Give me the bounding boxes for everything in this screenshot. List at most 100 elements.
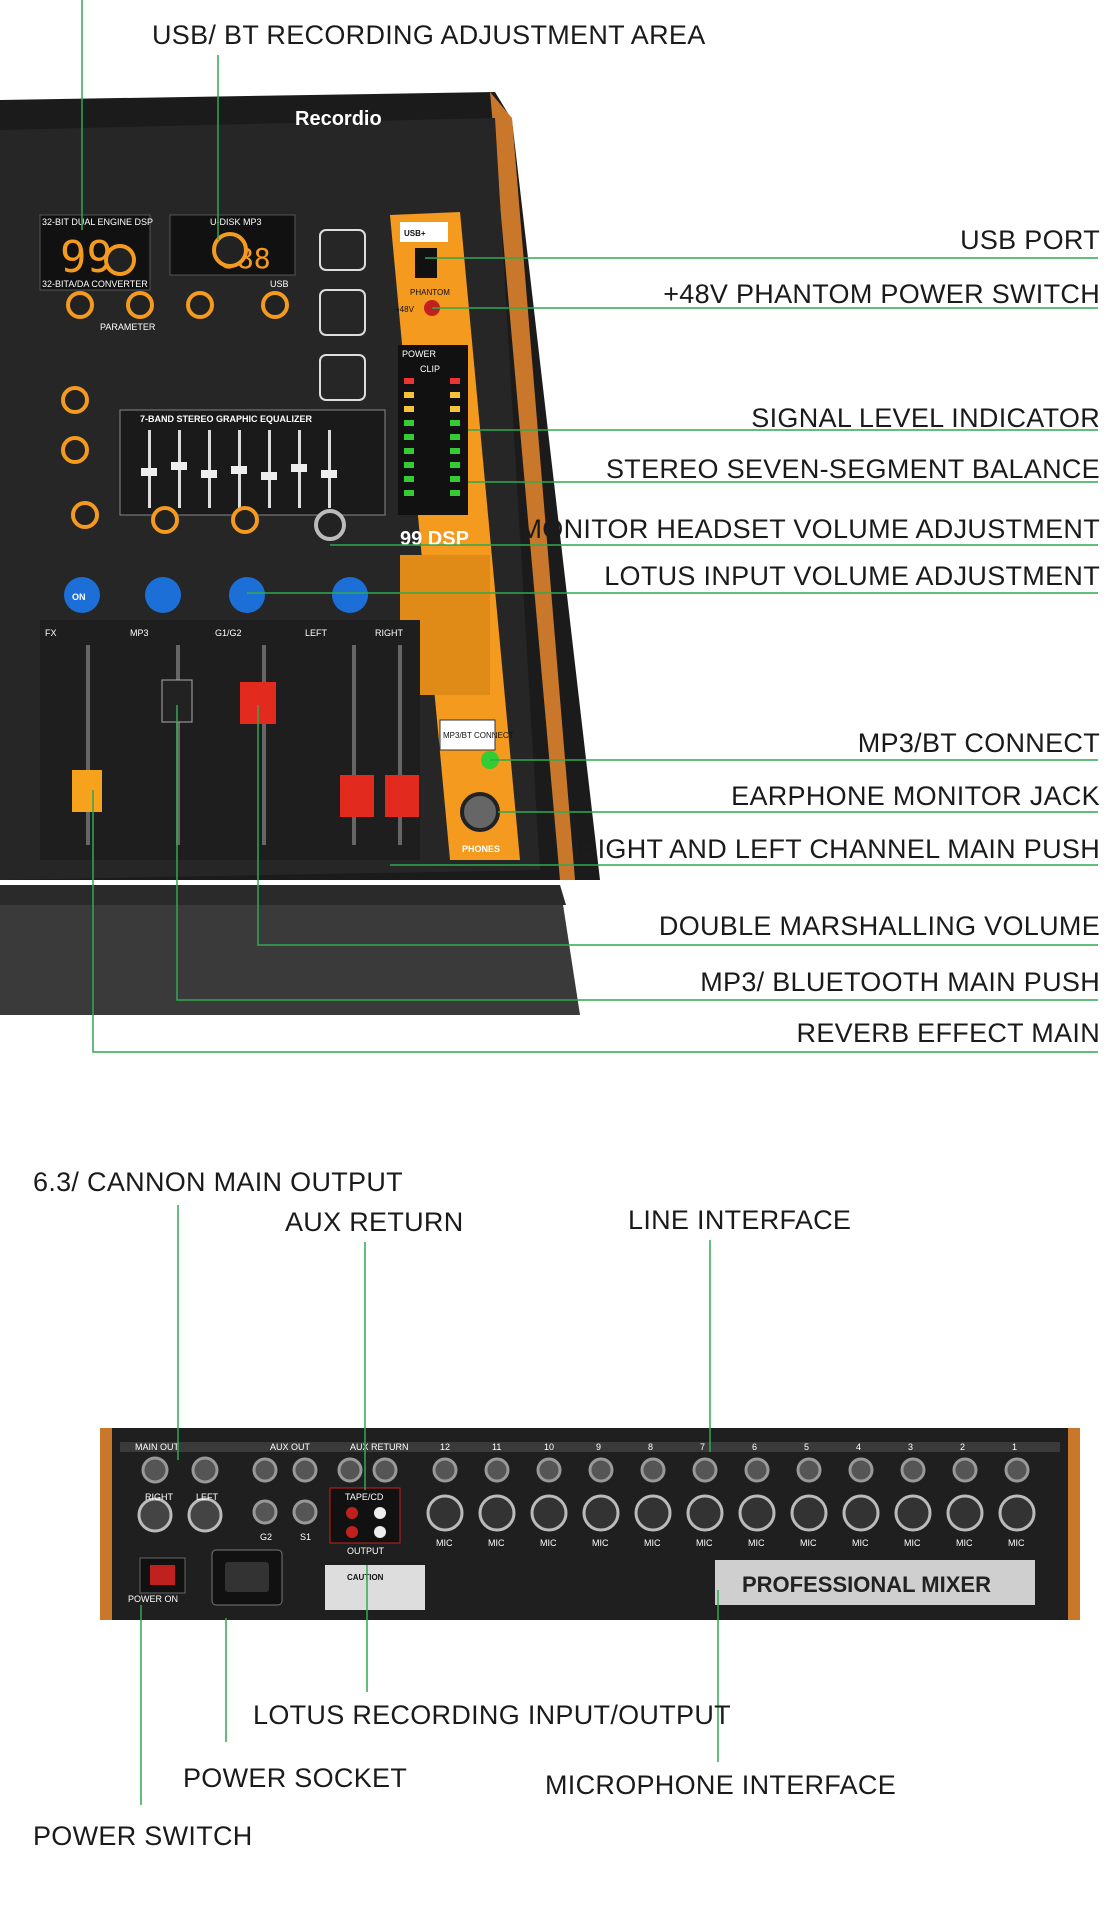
v48-tag: +48V <box>395 305 415 314</box>
rear-channel-number: 9 <box>596 1442 601 1452</box>
rear-output: OUTPUT <box>347 1546 385 1556</box>
udisk-label: U-DISK MP3 <box>210 217 262 227</box>
xlr-mic-jack <box>478 1494 516 1532</box>
xlr-mic-jack <box>946 1494 984 1532</box>
label-usb-bt-recording: USB/ BT RECORDING ADJUSTMENT AREA <box>152 20 706 50</box>
parameter-label: PARAMETER <box>100 322 156 332</box>
label-reverb-main: REVERB EFFECT MAIN <box>796 1018 1100 1048</box>
rear-channel-number: 1 <box>1012 1442 1017 1452</box>
xlr-mic-jack <box>426 1494 464 1532</box>
mixer-top-view: Recordio 32-BIT DUAL ENGINE DSP 99 32-BI… <box>0 92 600 1015</box>
xlr-mic-jack <box>790 1494 828 1532</box>
phantom-tag: PHANTOM <box>410 288 450 297</box>
right-head: RIGHT <box>375 628 404 638</box>
label-usb-port: USB PORT <box>960 225 1100 255</box>
line-jack <box>536 1457 562 1483</box>
mixer-rear-view: MAIN OUT AUX OUT AUX RETURN RIGHT LEFT G… <box>100 1428 1080 1620</box>
eq-title: 7-BAND STEREO GRAPHIC EQUALIZER <box>140 414 313 424</box>
rear-channel-number: 7 <box>700 1442 705 1452</box>
rear-main-out: MAIN OUT <box>135 1442 180 1452</box>
dsp-title: 32-BIT DUAL ENGINE DSP <box>42 217 153 227</box>
rear-channel-number: 12 <box>440 1442 450 1452</box>
line-jack <box>432 1457 458 1483</box>
rear-channel-number: 2 <box>960 1442 965 1452</box>
label-monitor-headset: MONITOR HEADSET VOLUME ADJUSTMENT <box>519 514 1100 544</box>
xlr-mic-jack <box>582 1494 620 1532</box>
rear-channel-number: 4 <box>856 1442 861 1452</box>
mp3bt-button-label: MP3/BT CONNECT <box>443 731 514 740</box>
rear-tape-cd: TAPE/CD <box>345 1492 384 1502</box>
meter-power: POWER <box>402 349 437 359</box>
right-fader-cap <box>385 775 419 817</box>
usb-label: USB <box>270 279 289 289</box>
left-head: LEFT <box>305 628 328 638</box>
rear-s1: S1 <box>300 1532 311 1542</box>
mic-label: MIC <box>800 1538 817 1548</box>
rear-channel-number: 3 <box>908 1442 913 1452</box>
line-jack <box>744 1457 770 1483</box>
line-jack <box>796 1457 822 1483</box>
reverb-fader-cap <box>72 770 102 812</box>
mic-label: MIC <box>592 1538 609 1548</box>
label-main-push: RIGHT AND LEFT CHANNEL MAIN PUSH <box>577 834 1100 864</box>
label-phantom: +48V PHANTOM POWER SWITCH <box>663 279 1100 309</box>
xlr-mic-jack <box>634 1494 672 1532</box>
label-line-interface: LINE INTERFACE <box>628 1205 852 1235</box>
line-jack <box>848 1457 874 1483</box>
usb-badge: USB+ <box>404 229 426 238</box>
rear-left: LEFT <box>196 1492 219 1502</box>
label-aux-return: AUX RETURN <box>285 1207 464 1237</box>
left-fader-cap <box>340 775 374 817</box>
mic-label: MIC <box>904 1538 921 1548</box>
rear-channel-number: 5 <box>804 1442 809 1452</box>
rear-right: RIGHT <box>145 1492 174 1502</box>
mic-label: MIC <box>644 1538 661 1548</box>
label-double-marshalling: DOUBLE MARSHALLING VOLUME <box>658 911 1100 941</box>
mp3-head: MP3 <box>130 628 149 638</box>
rear-aux-return: AUX RETURN <box>350 1442 409 1452</box>
usb-port-slot <box>415 248 437 278</box>
xlr-mic-jack <box>842 1494 880 1532</box>
rear-caution: CAUTION <box>347 1573 384 1582</box>
meter-clip: CLIP <box>420 364 440 374</box>
phones-label: PHONES <box>462 844 500 854</box>
label-power-switch: POWER SWITCH <box>33 1821 253 1851</box>
mic-label: MIC <box>852 1538 869 1548</box>
dsp-display: 99 <box>60 232 113 283</box>
rear-channel-group: 12MIC11MIC10MIC9MIC8MIC7MIC6MIC5MIC4MIC3… <box>426 1442 1036 1548</box>
mic-label: MIC <box>696 1538 713 1548</box>
label-power-socket: POWER SOCKET <box>183 1763 408 1793</box>
rear-channel-number: 11 <box>492 1442 501 1452</box>
g1g2-head: G1/G2 <box>215 628 242 638</box>
mic-label: MIC <box>436 1538 453 1548</box>
rear-g2: G2 <box>260 1532 272 1542</box>
converter-label: 32-BITA/DA CONVERTER <box>42 279 148 289</box>
rear-professional: PROFESSIONAL MIXER <box>742 1572 991 1597</box>
line-jack <box>952 1457 978 1483</box>
label-earphone-jack: EARPHONE MONITOR JACK <box>731 781 1100 811</box>
label-microphone: MICROPHONE INTERFACE <box>545 1770 897 1800</box>
rear-channel-number: 10 <box>544 1442 554 1452</box>
label-mp3-bt-connect: MP3/BT CONNECT <box>857 728 1100 758</box>
rear-channel-number: 8 <box>648 1442 653 1452</box>
label-stereo-balance: STEREO SEVEN-SEGMENT BALANCE <box>605 454 1100 484</box>
on-button-label: ON <box>72 592 86 602</box>
brand-logo: Recordio <box>295 108 382 130</box>
rear-power-on: POWER ON <box>128 1594 178 1604</box>
line-jack <box>640 1457 666 1483</box>
mic-label: MIC <box>956 1538 973 1548</box>
mic-label: MIC <box>488 1538 505 1548</box>
label-mp3-bt-main: MP3/ BLUETOOTH MAIN PUSH <box>700 967 1100 997</box>
line-jack <box>900 1457 926 1483</box>
fx-head: FX <box>45 628 57 638</box>
xlr-mic-jack <box>894 1494 932 1532</box>
rear-aux-out: AUX OUT <box>270 1442 311 1452</box>
xlr-mic-jack <box>530 1494 568 1532</box>
line-jack <box>1004 1457 1030 1483</box>
label-lotus-recording: LOTUS RECORDING INPUT/OUTPUT <box>253 1700 731 1730</box>
line-jack <box>484 1457 510 1483</box>
mic-label: MIC <box>540 1538 557 1548</box>
line-jack <box>692 1457 718 1483</box>
xlr-mic-jack <box>738 1494 776 1532</box>
